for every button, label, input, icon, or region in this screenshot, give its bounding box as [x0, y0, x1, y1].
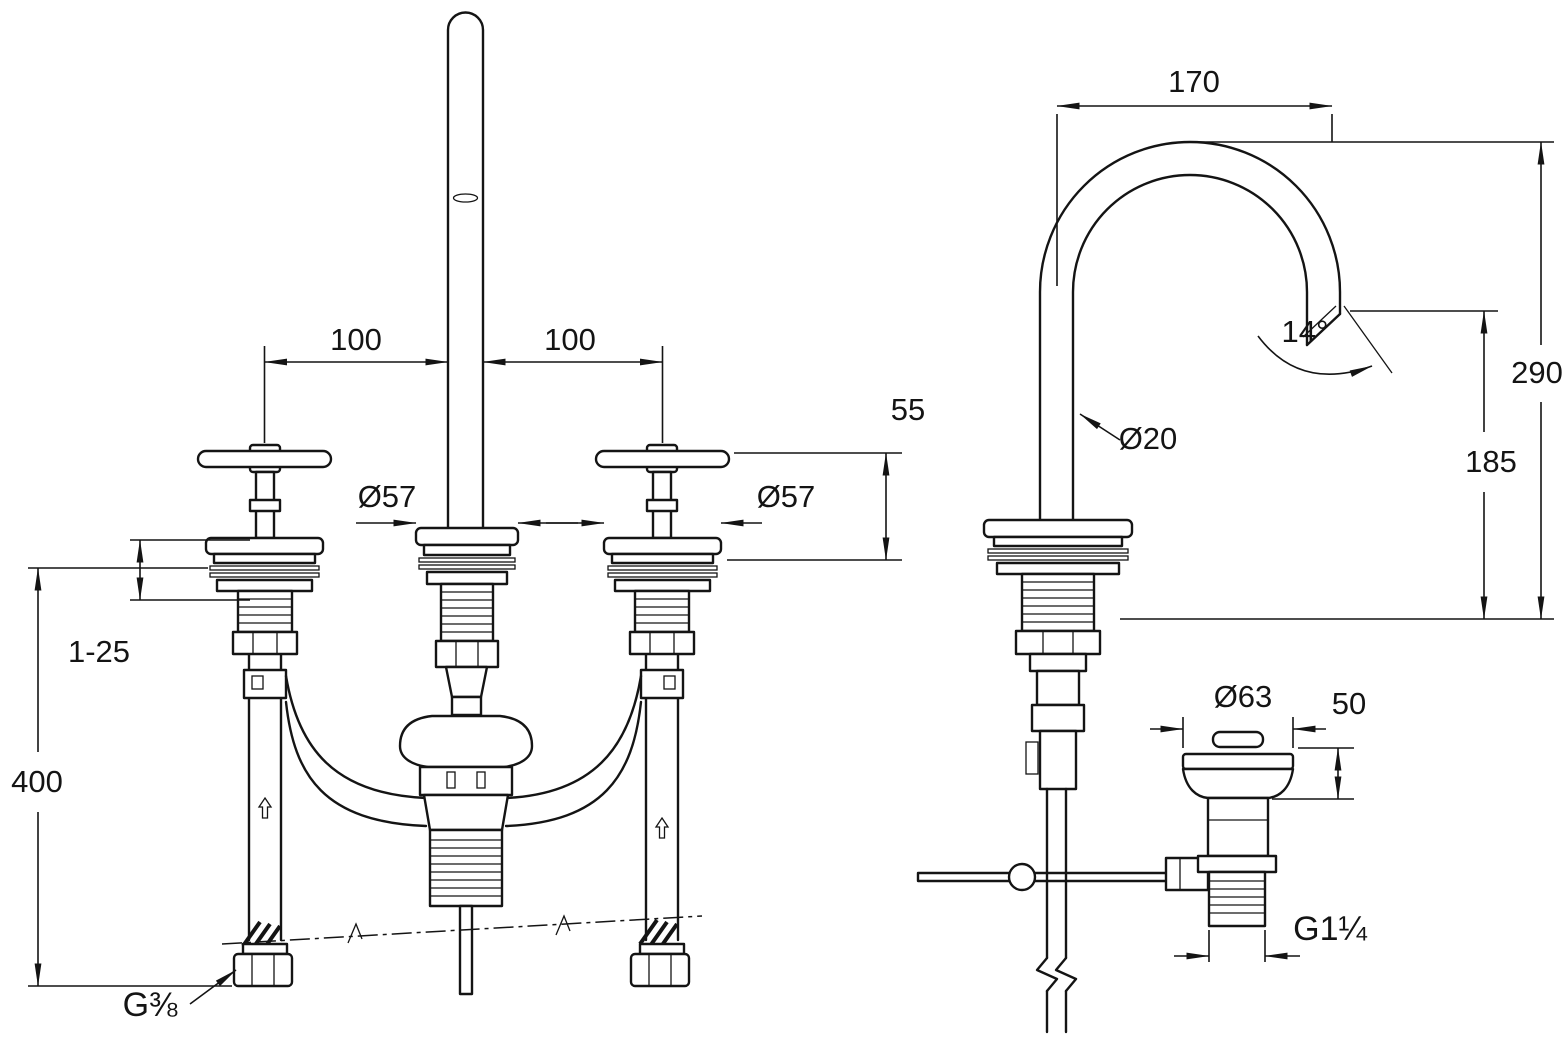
supply-hoses	[241, 652, 685, 952]
dim-total-height: 290	[1511, 355, 1563, 390]
left-cross-handle	[196, 449, 333, 469]
popup-waste-front	[398, 714, 534, 996]
popup-waste-side	[1164, 730, 1295, 928]
right-cross-handle	[594, 449, 731, 469]
dimensions-front: 100 100 55 Ø57 Ø57 1-25 400 G⅜	[11, 322, 925, 1024]
escutcheon-side	[982, 518, 1134, 791]
right-supply-nut	[629, 952, 691, 988]
supply-tube-side	[1035, 787, 1078, 1034]
dim-escutcheon-dia-center: Ø57	[358, 479, 417, 514]
label-supply-thread: G⅜	[123, 986, 178, 1024]
waste-tailpiece	[458, 904, 474, 996]
spout-side	[1038, 140, 1342, 522]
dim-handle-height: 55	[891, 392, 925, 427]
aerator-ring	[452, 193, 479, 203]
hose-centerline	[221, 914, 703, 945]
dim-escutcheon-dia-right: Ø57	[757, 479, 816, 514]
dim-hose-length: 400	[11, 764, 63, 799]
dim-spray-angle: 14°	[1282, 314, 1329, 349]
side-view: 170 290 185 14° Ø20 Ø63	[916, 64, 1563, 1034]
dim-front-right-spacing: 100	[544, 322, 596, 357]
front-view: 100 100 55 Ø57 Ø57 1-25 400 G⅜	[11, 11, 925, 1024]
waste-plug-cap	[1211, 730, 1265, 749]
dim-waste-flange-diameter: Ø63	[1214, 679, 1273, 714]
right-hose-connector	[639, 668, 685, 700]
dim-spout-diameter: Ø20	[1119, 421, 1178, 456]
dim-spout-reach: 170	[1168, 64, 1220, 99]
dimensions-side: 170 290 185 14° Ø20 Ø63	[1056, 64, 1563, 962]
spout-front	[446, 11, 485, 528]
popup-rod	[916, 862, 1170, 892]
dim-front-left-spacing: 100	[330, 322, 382, 357]
left-supply-nut	[232, 952, 294, 988]
left-handle-assembly	[196, 443, 333, 988]
dim-outlet-height: 185	[1465, 444, 1517, 479]
flow-arrow-icon	[257, 796, 273, 819]
dim-deck-thickness: 1-25	[68, 634, 130, 669]
retaining-clip	[1025, 741, 1039, 775]
flow-arrow-icon	[654, 816, 670, 839]
left-hose-connector	[242, 668, 288, 700]
center-body-assembly	[414, 526, 520, 717]
label-waste-thread: G1¼	[1293, 910, 1367, 948]
dim-waste-height: 50	[1332, 686, 1366, 721]
connection-arms	[284, 674, 643, 828]
rod-pivot-ball	[1007, 862, 1037, 892]
right-handle-assembly	[594, 443, 731, 988]
